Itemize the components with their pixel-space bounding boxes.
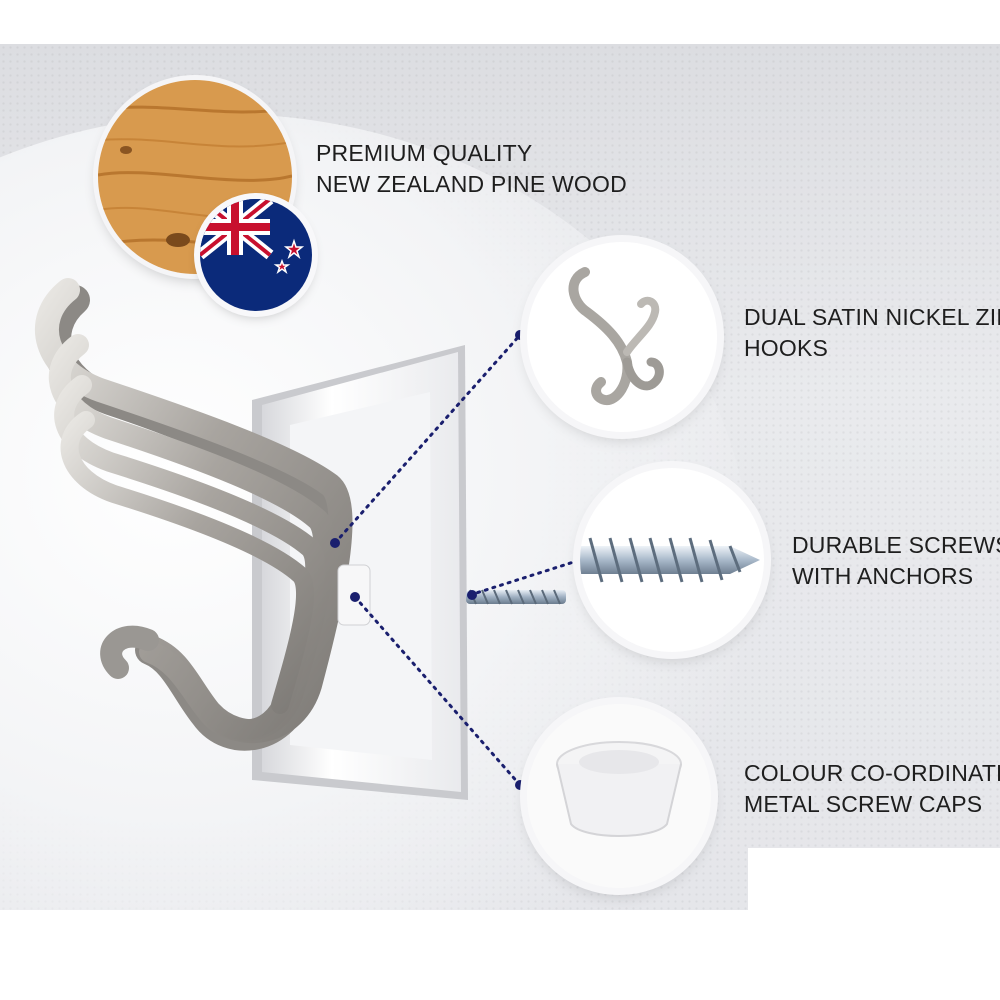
hook-icon (527, 242, 717, 432)
feature-line: PREMIUM QUALITY (316, 140, 533, 166)
nickel-hooks (34, 278, 353, 751)
feature-line: METAL SCREW CAPS (744, 791, 983, 817)
product-infographic: PREMIUM QUALITY NEW ZEALAND PINE WOOD DU… (0, 44, 1000, 910)
screw-detail-circle (580, 468, 764, 652)
screw-icon (580, 468, 764, 652)
new-zealand-flag-icon (200, 199, 312, 311)
feature-label-screws: DURABLE SCREWS WITH ANCHORS (792, 530, 1000, 592)
screw-cap-icon (527, 704, 711, 888)
feature-line: WITH ANCHORS (792, 563, 974, 589)
hook-detail-circle (527, 242, 717, 432)
feature-line: NEW ZEALAND PINE WOOD (316, 171, 627, 197)
corner-patch (748, 848, 1000, 910)
coat-hook-illustration (34, 278, 585, 800)
feature-label-caps: COLOUR CO-ORDINATED METAL SCREW CAPS (744, 758, 1000, 820)
feature-line: DUAL SATIN NICKEL ZINC (744, 304, 1000, 330)
feature-line: COLOUR CO-ORDINATED (744, 760, 1000, 786)
feature-line: DURABLE SCREWS (792, 532, 1000, 558)
screw-cap-detail-circle (527, 704, 711, 888)
feature-line: HOOKS (744, 335, 829, 361)
feature-label-hooks: DUAL SATIN NICKEL ZINC HOOKS (744, 302, 1000, 364)
callout-lines (333, 333, 582, 787)
feature-label-wood: PREMIUM QUALITY NEW ZEALAND PINE WOOD (316, 138, 627, 200)
